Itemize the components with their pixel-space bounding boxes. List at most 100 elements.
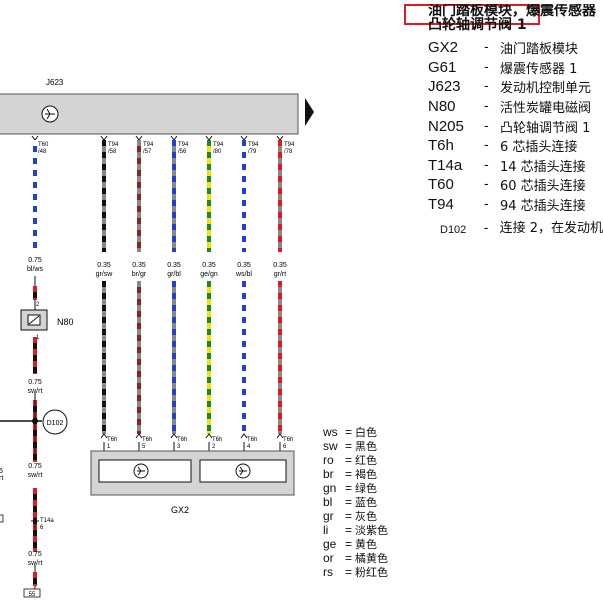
gx2-wire-t6h-a: T6h (247, 437, 257, 443)
gx2-wire-size: 0.35 (273, 262, 287, 269)
gx2-wire-t6h-b: 4 (247, 444, 251, 450)
gx2-wire-t94-a: T94 (108, 142, 119, 148)
gx2-label: GX2 (171, 505, 189, 515)
color-name: 淡紫色 (355, 524, 388, 537)
component-row: GX2-油门踏板模块 (428, 38, 603, 58)
gx2-wire-t6h-b: 3 (177, 444, 181, 450)
n80-label: N80 (57, 317, 74, 327)
left-wire-size: 0.75 (28, 551, 42, 558)
component-dash: - (484, 197, 489, 213)
color-eq: = (345, 523, 353, 537)
component-code: G61 (428, 58, 457, 76)
gx2-wire-t94-a: T94 (178, 142, 189, 148)
component-desc: 6 芯插头连接 (500, 140, 578, 156)
gx2-wire-color-code: gr/bl (167, 271, 181, 278)
color-legend-row: gr=灰色 (323, 509, 388, 523)
gx2-wire-size: 0.35 (167, 262, 181, 269)
component-dash: - (484, 157, 489, 173)
gx2-wire-arrow-bottom-3 (205, 433, 213, 439)
component-desc: 60 芯插头连接 (500, 179, 586, 195)
gx2-wire-arrow-bottom-5 (276, 433, 284, 439)
gx2-wire-t94-a: T94 (284, 142, 295, 148)
component-dash: - (484, 59, 489, 75)
color-code: ro (323, 453, 334, 467)
gx2-wire-size: 0.35 (202, 262, 216, 269)
ecu-label: J623 (46, 78, 64, 87)
left-wire-pin-a: T60 (38, 142, 49, 148)
ecu-ground-symbol (41, 105, 59, 123)
component-dash: - (484, 177, 489, 193)
gx2-wire-arrow-top-2 (170, 135, 178, 141)
gx2-wire-arrow-top-4 (240, 135, 248, 141)
color-legend-row: ws=白色 (323, 425, 388, 439)
color-name: 黄色 (355, 538, 377, 551)
color-legend-row: ge=黄色 (323, 537, 388, 551)
component-desc: 94 芯插头连接 (500, 199, 586, 215)
left-edge-fragment-2: rt (0, 475, 3, 482)
gx2-wire-size: 0.35 (237, 262, 251, 269)
gx2-wire-color-code: gr/rt (274, 271, 287, 278)
gx2-wire-size: 0.35 (97, 262, 111, 269)
color-legend-row: rs=粉红色 (323, 565, 388, 579)
component-code: T6h (428, 137, 454, 155)
left-wire-size: 0.75 (28, 257, 42, 264)
component-row: N80-活性炭罐电磁阀 (428, 97, 603, 117)
color-eq: = (345, 565, 353, 579)
gx2-wire-t6h-a: T6h (107, 437, 117, 443)
component-dash: - (484, 40, 489, 56)
left-edge-fragment-1: 5 (0, 468, 3, 475)
color-code: gn (323, 481, 337, 495)
bottom-tag: 55 (29, 592, 36, 598)
gx2-wire-t6h-a: T6h (212, 437, 222, 443)
color-eq: = (345, 495, 353, 509)
gx2-wire-t94-b: /78 (284, 149, 293, 155)
gx2-wire-t94-a: T94 (213, 142, 224, 148)
color-eq: = (345, 551, 353, 565)
component-row: G61-爆震传感器 1 (428, 58, 603, 78)
highlight-box (404, 4, 540, 25)
color-code: or (323, 551, 334, 565)
gx2-wire-arrow-top-0 (100, 135, 108, 141)
color-eq: = (345, 439, 353, 453)
gx2-wire-color-code: ws/bl (235, 271, 252, 278)
gx2-wire-arrow-top-5 (276, 135, 284, 141)
gx2-wire-t94-b: /57 (143, 149, 152, 155)
left-wire-size: 0.75 (28, 379, 42, 386)
color-code: gr (323, 509, 334, 523)
gx2-wire-t6h-a: T6h (283, 437, 293, 443)
color-name: 白色 (355, 426, 377, 439)
color-code: ws (323, 425, 338, 439)
d102-circle-label: D102 (47, 420, 64, 427)
gx2-wire-t94-b: /56 (178, 149, 187, 155)
color-legend-row: br=褐色 (323, 467, 388, 481)
component-row: T60-60 芯插头连接 (428, 175, 603, 195)
gx2-wire-t94-a: T94 (248, 142, 259, 148)
gx2-wire-color-code: br/gr (132, 271, 147, 278)
gx2-ground-symbol-2 (235, 463, 251, 479)
color-name: 蓝色 (355, 496, 377, 509)
component-desc: 油门踏板模块 (500, 42, 579, 58)
gx2-wire-t6h-a: T6h (177, 437, 187, 443)
component-row: T94 -94 芯插头连接 (428, 195, 603, 215)
t14a-pin: 6 (40, 525, 44, 531)
color-name: 灰色 (355, 510, 377, 523)
color-name: 红色 (355, 454, 377, 467)
gx2-wire-t6h-b: 2 (212, 444, 216, 450)
color-eq: = (345, 453, 353, 467)
continuation-arrow-icon (305, 98, 314, 126)
component-row: T14a-14 芯插头连接 (428, 156, 603, 176)
gx2-wire-t94-b: /79 (248, 149, 257, 155)
d102-circle (42, 409, 68, 435)
left-wire-color-code: sw/rt (28, 472, 43, 479)
component-code: J623 (428, 78, 461, 96)
component-dash: - (484, 79, 489, 95)
component-desc: 凸轮轴调节阀 1 (500, 120, 591, 136)
component-code: T94 (428, 196, 454, 214)
left-wire-color-code: sw/rt (28, 560, 43, 567)
component-desc: 发动机控制单元 (500, 81, 592, 97)
left-edge-fragment-box (0, 514, 4, 523)
gx2-wire-t6h-b: 5 (142, 444, 146, 450)
